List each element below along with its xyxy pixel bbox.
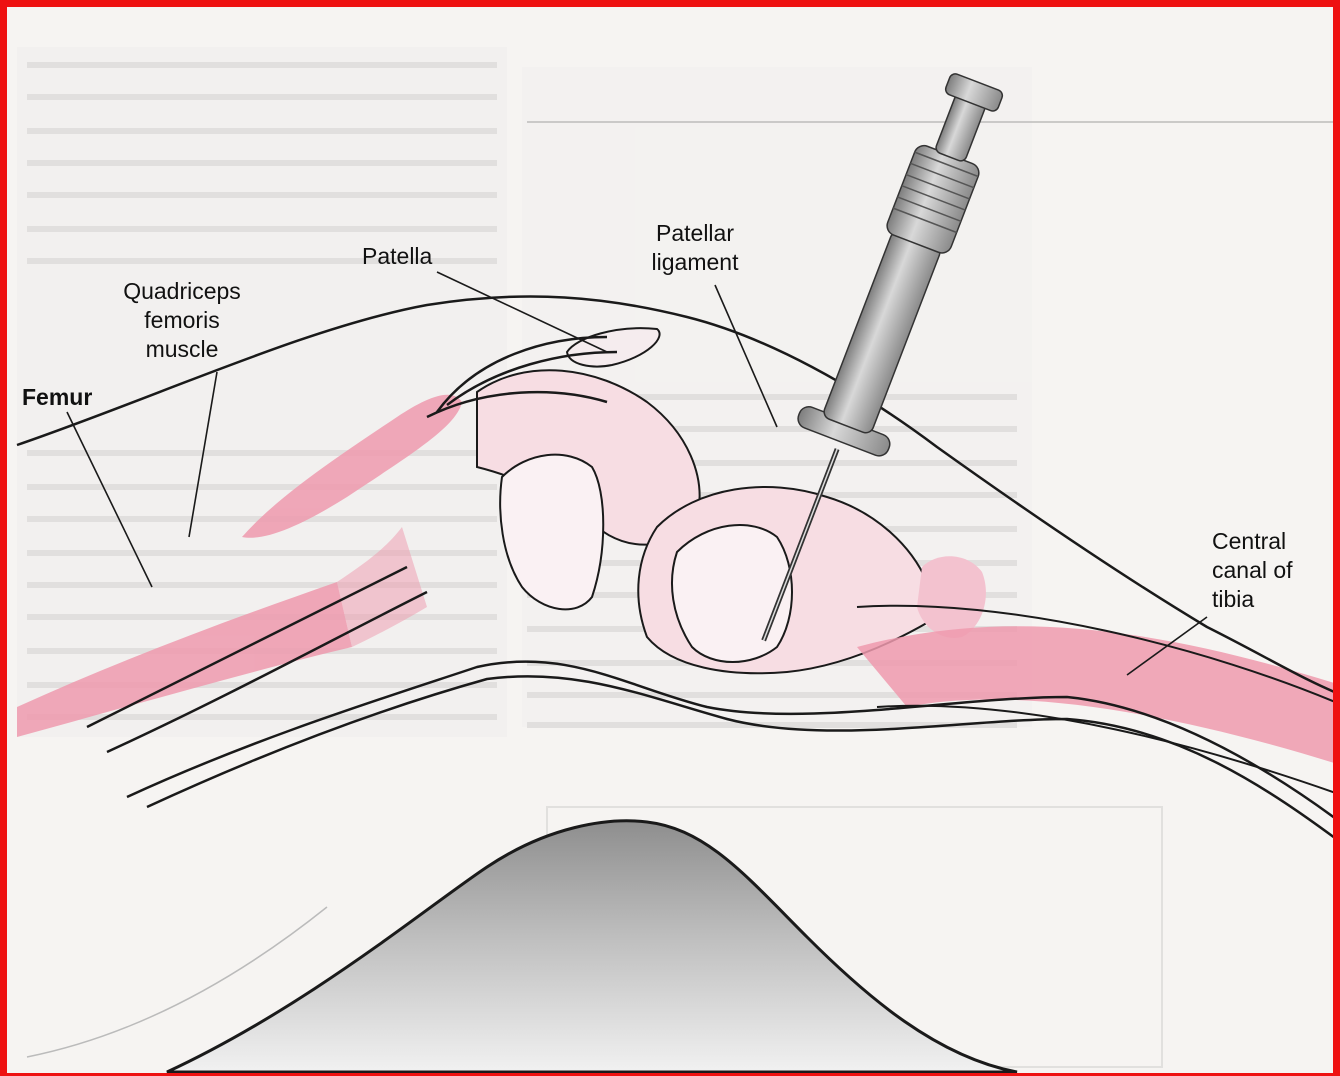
label-central-canal-of-tibia: Central canal of tibia (1212, 527, 1293, 614)
label-femur: Femur (22, 383, 92, 412)
knee-intraosseous-illustration (7, 7, 1340, 1076)
label-quadriceps-femoris-muscle: Quadriceps femoris muscle (107, 277, 257, 364)
label-patella: Patella (362, 242, 432, 271)
knee-silhouette (27, 821, 1017, 1072)
label-patellar-ligament: Patellar ligament (635, 219, 755, 277)
